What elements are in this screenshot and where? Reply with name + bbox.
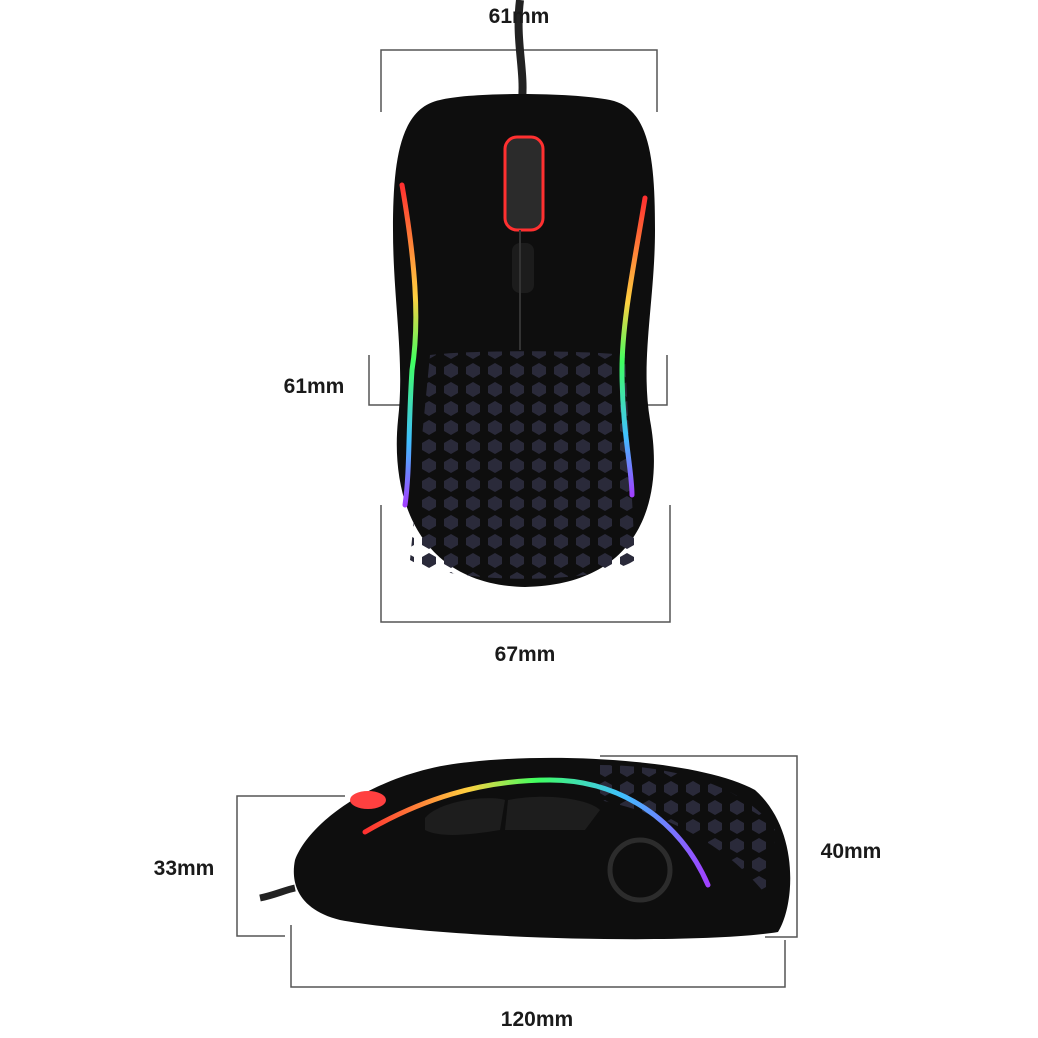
dpi-button	[512, 243, 534, 293]
bottom-width-label: 67mm	[494, 643, 556, 666]
side-button-front	[425, 798, 505, 835]
mouse-body	[293, 757, 791, 940]
mouse-side-view	[259, 757, 791, 940]
length-label: 120mm	[500, 1008, 574, 1031]
rgb-strip	[362, 777, 711, 888]
cable	[514, 0, 527, 101]
bottom-width-bracket	[380, 505, 671, 623]
grip-width-label: 61mm	[283, 375, 345, 398]
logo-emblem	[607, 837, 673, 903]
length-bracket	[290, 925, 786, 988]
front-height-label: 33mm	[153, 857, 215, 880]
cable	[259, 884, 296, 902]
rgb-strip-left	[399, 182, 419, 508]
top-width-label: 61mm	[488, 5, 550, 28]
mouse-top-view	[393, 0, 655, 587]
dimension-lines	[236, 49, 798, 988]
rear-height-label: 40mm	[820, 840, 882, 863]
scroll-wheel	[503, 135, 545, 232]
rear-height-bracket	[600, 755, 798, 938]
front-height-bracket	[236, 795, 345, 937]
side-button-back	[505, 796, 600, 830]
honeycomb-shell	[410, 351, 635, 579]
rgb-strip-right	[619, 195, 648, 498]
scroll-wheel	[350, 791, 386, 809]
